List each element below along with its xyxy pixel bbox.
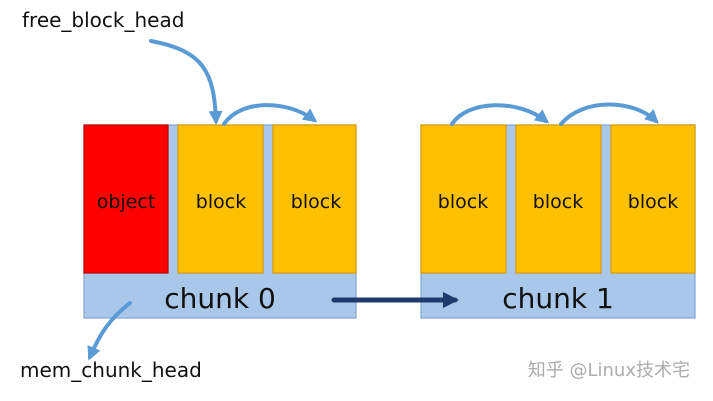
free-block-head-label: free_block_head <box>22 8 184 32</box>
chunk-0-block-2 <box>272 124 357 274</box>
chunk-0: object block block chunk 0 <box>83 124 357 319</box>
mem-chunk-head-arrow <box>87 301 132 361</box>
chunk-0-name: chunk 0 <box>164 282 276 315</box>
mem-chunk-head-label: mem_chunk_head <box>20 358 202 382</box>
chunk-1-block-1 <box>420 124 507 274</box>
chunk-1-cell-label-3: block <box>628 191 678 213</box>
watermark-text: 知乎 @Linux技术宅 <box>528 360 690 381</box>
chunk-1-cell-label-2: block <box>533 191 583 213</box>
chunk-1-cell-label-1: block <box>438 191 488 213</box>
chunk-1: block block block chunk 1 <box>420 124 696 319</box>
chunk-1-block-link-arrow-2 <box>559 102 659 126</box>
chunk-0-cell-label-2: block <box>196 191 246 213</box>
chunk-1-block-3 <box>610 124 696 274</box>
chunk-0-block-1 <box>177 124 264 274</box>
chunk-0-cell-label-1: object <box>97 191 156 213</box>
chunk-0-block-link-arrow <box>222 103 318 126</box>
chunk-1-name: chunk 1 <box>502 282 614 315</box>
chunk-0-object <box>83 124 169 274</box>
chunk-1-block-2 <box>515 124 602 274</box>
free-block-head-arrow <box>149 39 223 125</box>
chunk-1-block-link-arrow-1 <box>450 103 550 126</box>
chunk-0-cell-label-3: block <box>291 191 341 213</box>
